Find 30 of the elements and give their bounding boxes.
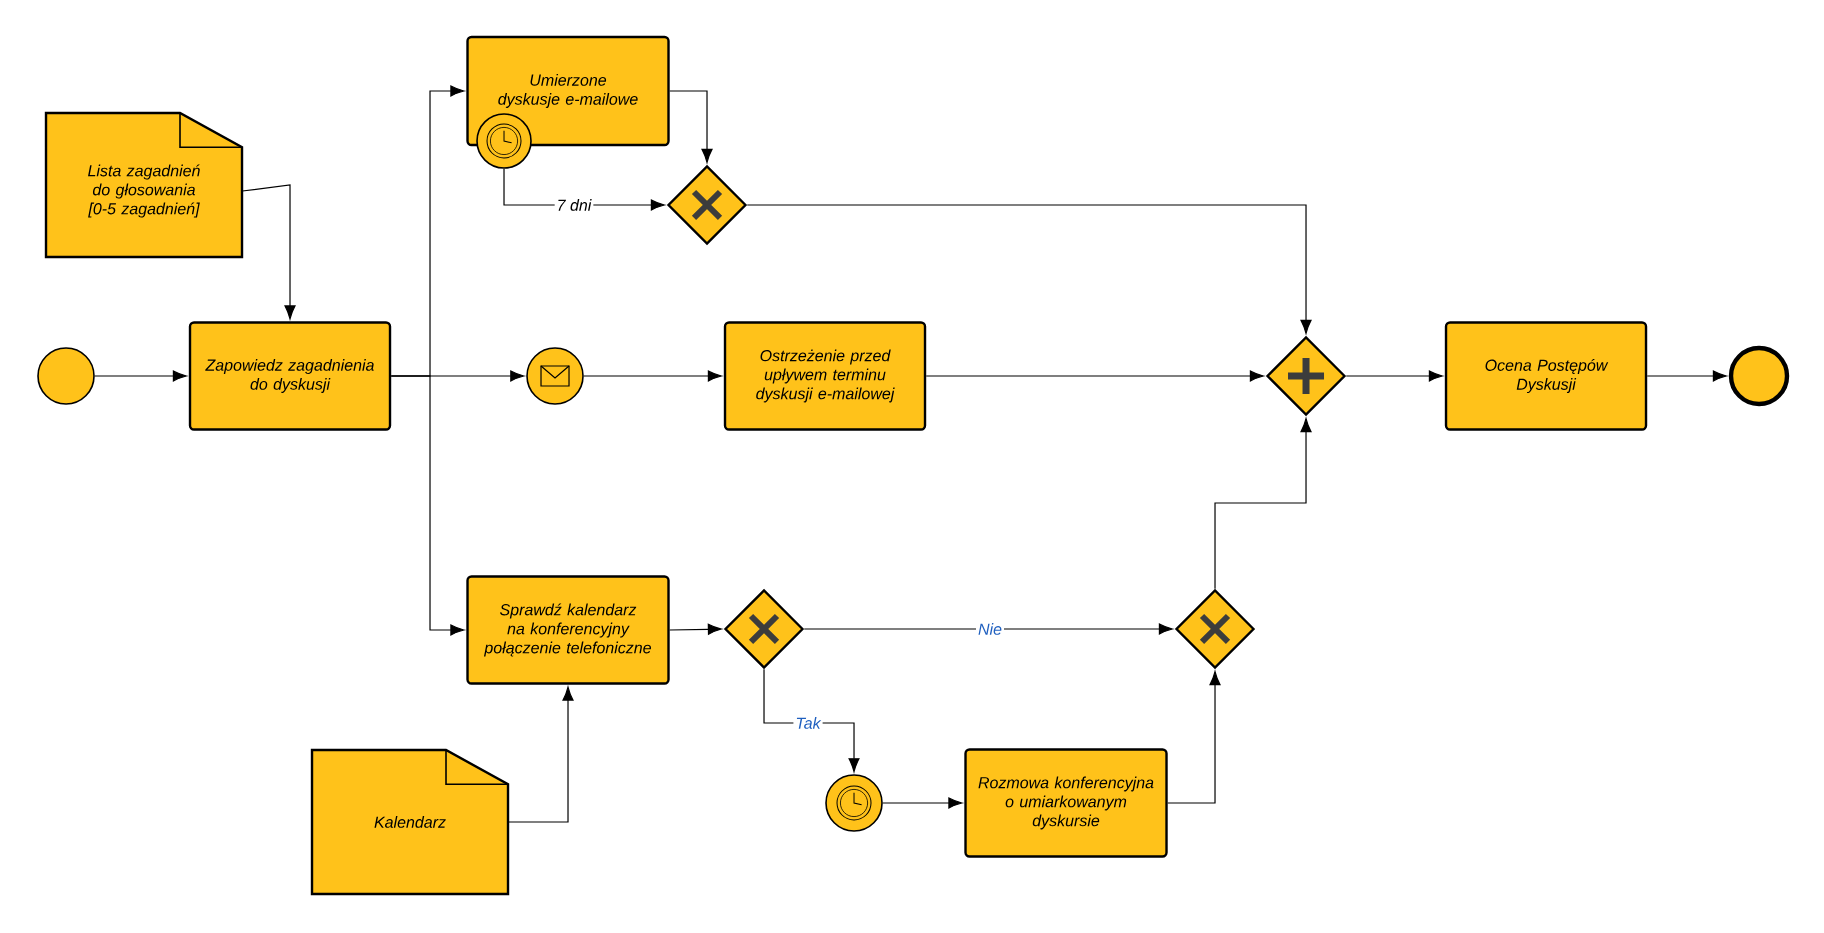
arrow [583, 370, 722, 382]
task-box: Ostrzeżenie przed upływem terminu dyskusji e-mailowej [723, 321, 927, 431]
arrow [94, 370, 187, 382]
edge-label: Nie [976, 621, 1004, 637]
start-event [37, 347, 95, 405]
arrow [669, 623, 722, 635]
task-box: Rozmowa konferencyjna o umiarkowanym dyskursie [964, 748, 1168, 858]
end-event [1728, 345, 1790, 407]
arrow [803, 623, 1173, 635]
arrow [882, 797, 963, 809]
arrow [746, 204, 1312, 334]
arrow [241, 184, 296, 320]
arrow [1214, 418, 1312, 590]
timer-event [476, 113, 532, 169]
arrow [1646, 370, 1727, 382]
edge-label: 7 dni [554, 197, 594, 213]
arrow [507, 686, 574, 823]
message-event [526, 347, 584, 405]
arrow [1167, 671, 1221, 804]
data-object: Lista zagadnień do głosowania [0-5 zagadnień] [44, 111, 244, 259]
data-object: Kalendarz [310, 748, 510, 896]
task-box: Sprawdź kalendarz na konferencyjny połączenie telefoniczne [466, 575, 670, 685]
arrow [669, 90, 713, 163]
edge-label: Tak [793, 715, 823, 731]
task-box: Ocena Postępów Dyskusji [1444, 321, 1648, 431]
arrow [390, 375, 465, 636]
task-box: Zapowiedz zagadnienia do dyskusji [188, 321, 392, 431]
arrow [925, 370, 1264, 382]
timer-event [825, 774, 883, 832]
arrow [1345, 370, 1443, 382]
